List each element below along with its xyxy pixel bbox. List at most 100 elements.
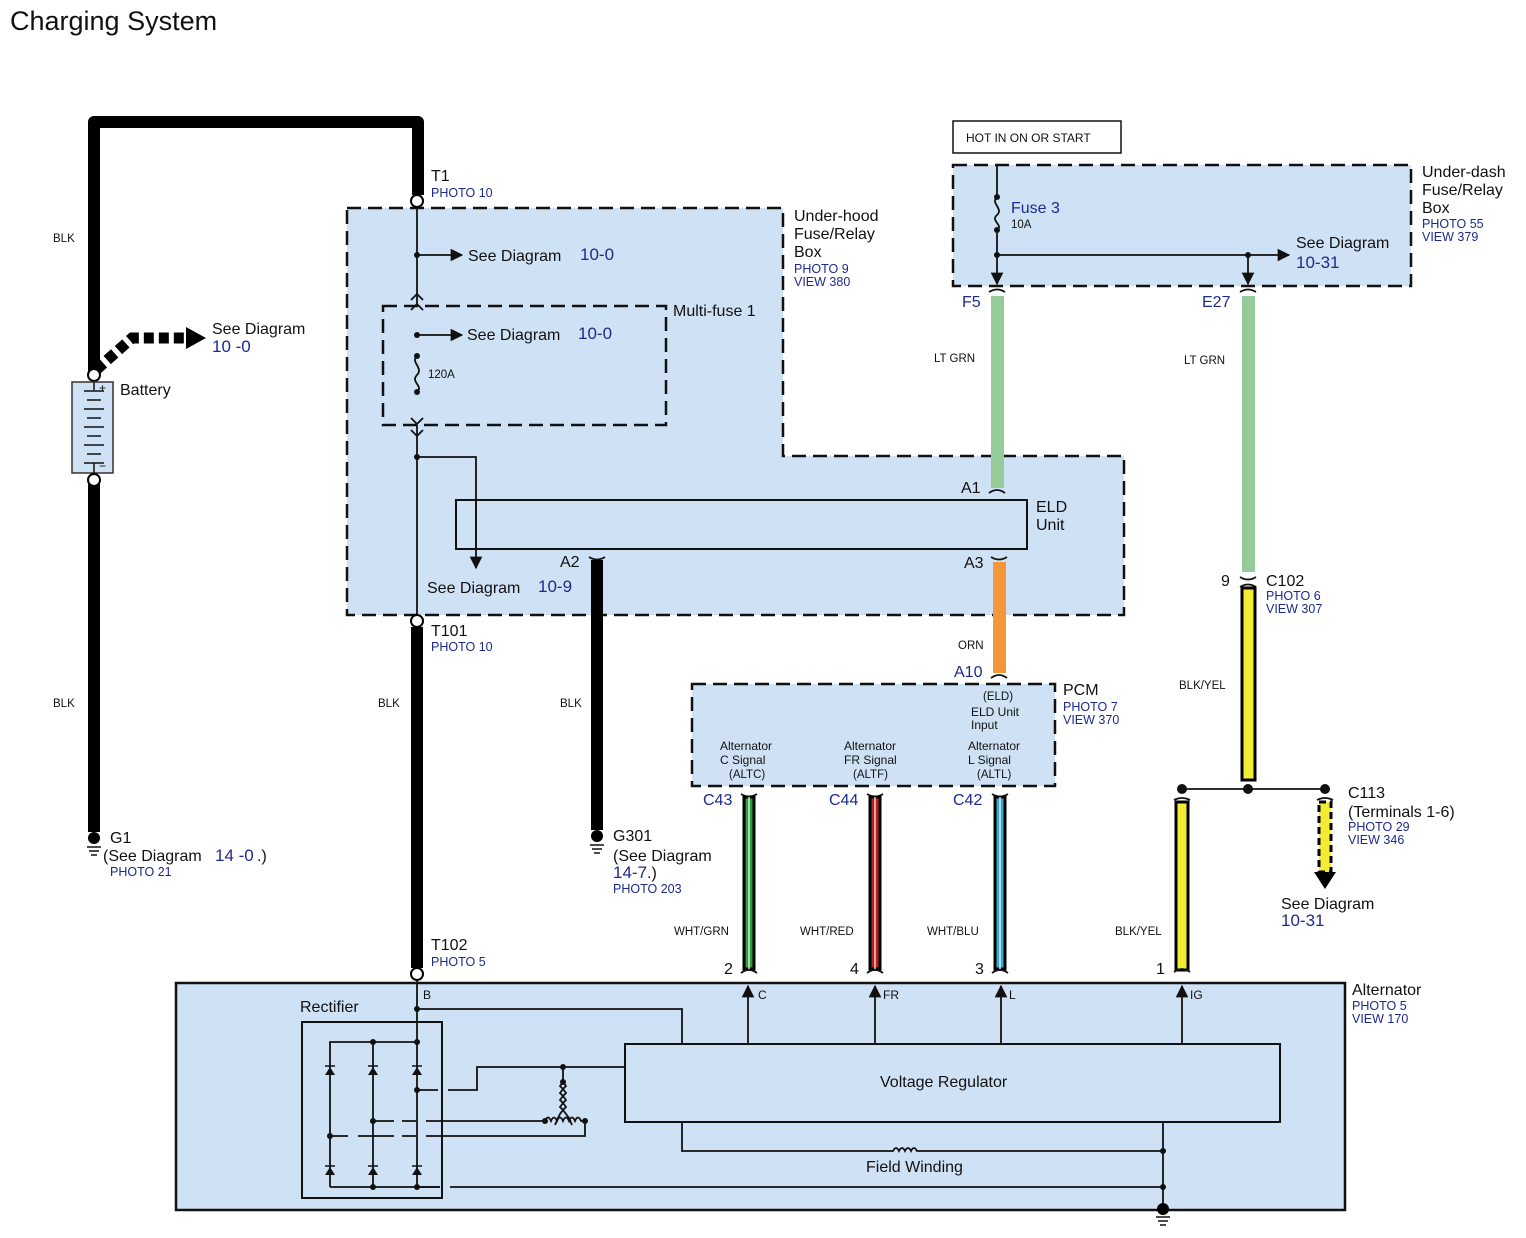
pcm-eld-input: ELD Unit: [971, 705, 1020, 719]
fuse-rating: 120A: [428, 369, 455, 381]
hot-label: HOT IN ON OR START: [966, 131, 1091, 145]
g301-see-link[interactable]: 14-7: [613, 863, 647, 882]
alternator-term: L: [1009, 988, 1016, 1002]
pcm-signal-altl: Alternator L Signal (ALTL): [968, 739, 1020, 781]
alternator-view[interactable]: VIEW 170: [1352, 1012, 1408, 1026]
wire-color-label: BLK/YEL: [1115, 926, 1162, 938]
voltage-regulator: [624, 1043, 1281, 1123]
underdash-photo[interactable]: PHOTO 55: [1422, 217, 1484, 231]
wire-color-label: LT GRN: [934, 353, 975, 365]
pcm-eld-input: (ELD): [983, 691, 1013, 703]
g1-see-link[interactable]: 14 -0: [215, 846, 254, 865]
c113-view[interactable]: VIEW 346: [1348, 833, 1404, 847]
pcm-photo[interactable]: PHOTO 7: [1063, 700, 1118, 714]
t102-label: T102: [431, 937, 468, 954]
svg-text:(ALTC): (ALTC): [729, 769, 765, 781]
see-diagram-link[interactable]: 10-0: [578, 324, 612, 343]
ground-icon: [87, 832, 101, 856]
rectifier-diode-bridge: [325, 1039, 440, 1190]
battery-icon: [71, 368, 114, 487]
wire-color-label: LT GRN: [1184, 355, 1225, 367]
battery-plus: +: [99, 381, 106, 395]
underhood-label: Fuse/Relay: [794, 226, 875, 243]
see-diagram-text: See Diagram: [467, 327, 560, 344]
fuse-3-rating: 10A: [1011, 219, 1032, 231]
connector-icon: [988, 489, 1006, 494]
alternator-photo[interactable]: PHOTO 5: [1352, 999, 1407, 1013]
t1-photo[interactable]: PHOTO 10: [431, 186, 493, 200]
connector-icon: [991, 969, 1009, 974]
underdash-label: Fuse/Relay: [1422, 182, 1503, 199]
battery-minus: −: [99, 459, 106, 473]
connector-icon: [410, 417, 424, 438]
field-winding-label: Field Winding: [866, 1159, 963, 1176]
connector-icon: [988, 288, 1006, 293]
pcm-label: PCM: [1063, 682, 1099, 699]
pcm-signal-altc: Alternator C Signal (ALTC): [720, 739, 772, 781]
see-diagram-text: See Diagram: [468, 248, 561, 265]
t1-label: T1: [431, 168, 450, 185]
alternator-term-b: B: [423, 988, 431, 1002]
c102-photo[interactable]: PHOTO 6: [1266, 589, 1321, 603]
underhood-label: Box: [794, 244, 822, 261]
alternator-label: Alternator: [1352, 982, 1422, 999]
g301-see-suffix: .): [647, 865, 657, 882]
t102-photo[interactable]: PHOTO 5: [431, 955, 486, 969]
eld-pin-a1: A1: [961, 480, 981, 497]
wire-color-label: ORN: [958, 640, 984, 652]
see-diagram-text: See Diagram: [212, 321, 305, 338]
internal-wire: [417, 1008, 683, 1044]
underhood-label: Under-hood: [794, 208, 879, 225]
ground-icon: [590, 830, 604, 854]
underdash-view[interactable]: VIEW 379: [1422, 230, 1478, 244]
see-diagram-link[interactable]: 10-9: [538, 577, 572, 596]
svg-text:(ALTF): (ALTF): [853, 769, 888, 781]
underhood-view[interactable]: VIEW 380: [794, 275, 850, 289]
stator-delta-icon: [542, 1064, 588, 1126]
c102-view[interactable]: VIEW 307: [1266, 602, 1322, 616]
pcm-box: [690, 682, 1057, 788]
wire-lt-grn-f5: [991, 296, 1004, 488]
connector-icon: [1173, 797, 1191, 801]
g1-photo[interactable]: PHOTO 21: [110, 865, 172, 879]
svg-text:Alternator: Alternator: [844, 739, 896, 753]
connector-icon: [1239, 288, 1257, 293]
see-diagram-text: See Diagram: [427, 580, 520, 597]
alternator-box: [174, 981, 1347, 1212]
fuse-3-name: Fuse 3: [1011, 200, 1060, 217]
underdash-label: Under-dash: [1422, 164, 1506, 181]
eld-pin-a2: A2: [560, 554, 580, 571]
wire-color-label: BLK: [378, 698, 400, 710]
wire-blk-yel-ig: [1174, 800, 1190, 972]
fuse-icon: [412, 352, 422, 397]
t101-photo[interactable]: PHOTO 10: [431, 640, 493, 654]
rectifier-label: Rectifier: [300, 999, 359, 1016]
alternator-term: IG: [1190, 988, 1203, 1002]
underhood-photo[interactable]: PHOTO 9: [794, 262, 849, 276]
fuse-icon: [992, 194, 1002, 233]
c113-photo[interactable]: PHOTO 29: [1348, 820, 1410, 834]
svg-text:C Signal: C Signal: [720, 753, 765, 767]
svg-text:Alternator: Alternator: [968, 739, 1020, 753]
voltage-regulator-label: Voltage Regulator: [880, 1074, 1008, 1091]
t102-terminal: [410, 967, 424, 981]
c102-pin: 9: [1221, 573, 1230, 590]
junction-dot: [1177, 784, 1187, 794]
page-title: Charging System: [10, 6, 217, 36]
t101-label: T101: [431, 623, 468, 640]
field-winding: [681, 1122, 1166, 1205]
see-diagram-link[interactable]: 10-31: [1281, 911, 1324, 930]
g301-photo[interactable]: PHOTO 203: [613, 882, 682, 896]
pcm-pin-a10: A10: [954, 664, 983, 681]
wire-color-label: WHT/GRN: [674, 926, 729, 938]
wire-blk-yel-c102: [1240, 586, 1257, 782]
g301-see-prefix: (See Diagram: [613, 848, 712, 865]
wire-color-label: WHT/RED: [800, 926, 854, 938]
c113-branch-arrow: [1314, 800, 1336, 889]
pcm-view[interactable]: VIEW 370: [1063, 713, 1119, 727]
see-diagram-link[interactable]: 10 -0: [212, 337, 251, 356]
see-diagram-link[interactable]: 10-0: [580, 245, 614, 264]
alternator-term: C: [758, 988, 767, 1002]
junction-dot: [1320, 784, 1330, 794]
see-diagram-link[interactable]: 10-31: [1296, 253, 1339, 272]
